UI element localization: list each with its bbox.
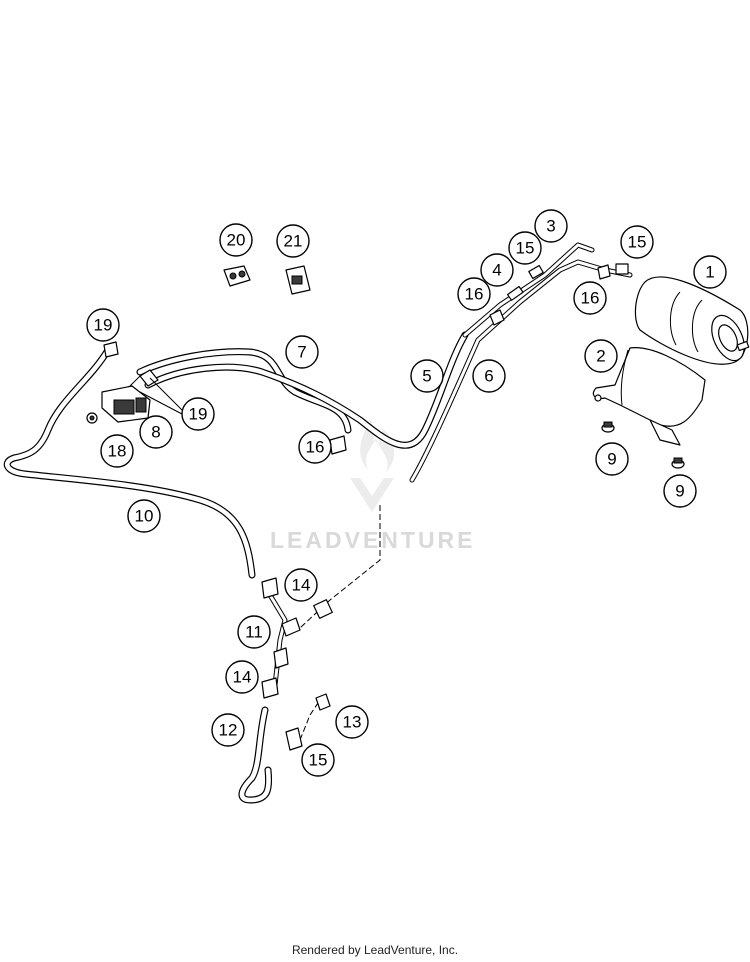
leader-lines (139, 377, 183, 415)
watermark-logo (350, 420, 395, 512)
clip-20[interactable] (223, 265, 251, 287)
callout-13[interactable]: 13 (335, 705, 369, 739)
hose-7 (136, 331, 469, 449)
callout-2[interactable]: 2 (584, 339, 618, 373)
nut-18[interactable] (86, 412, 98, 424)
clamp-14b[interactable] (261, 677, 279, 699)
callout-16a[interactable]: 16 (457, 277, 491, 311)
bolt-9b[interactable] (671, 457, 685, 469)
callout-9a[interactable]: 9 (595, 442, 629, 476)
clamp-15a[interactable] (528, 264, 544, 280)
bracket-2[interactable] (592, 347, 706, 446)
clip-19a[interactable] (103, 341, 119, 358)
connector-4[interactable] (506, 285, 524, 301)
callout-16c[interactable]: 16 (298, 430, 332, 464)
clip-21[interactable] (285, 265, 311, 295)
pipe-5-6 (409, 242, 633, 483)
callout-14b[interactable]: 14 (225, 660, 259, 694)
watermark-text: LEADVENTURE (270, 527, 476, 553)
clamp-16a[interactable] (489, 309, 505, 326)
hose-12 (238, 706, 273, 804)
callout-15a[interactable]: 15 (508, 231, 542, 265)
clamp-14a[interactable] (261, 577, 279, 599)
callout-19b[interactable]: 19 (181, 397, 215, 431)
callout-5[interactable]: 5 (410, 359, 444, 393)
clamp-15c[interactable] (285, 727, 303, 751)
canister-1[interactable] (634, 276, 750, 366)
callout-16b[interactable]: 16 (573, 281, 607, 315)
clamp-15b[interactable] (615, 263, 629, 275)
callout-4[interactable]: 4 (480, 253, 514, 287)
callout-21[interactable]: 21 (276, 224, 310, 258)
callout-19a[interactable]: 19 (86, 308, 120, 342)
callout-3[interactable]: 3 (534, 209, 568, 243)
valve-8[interactable] (101, 375, 153, 423)
callout-20[interactable]: 20 (219, 223, 253, 257)
callout-12[interactable]: 12 (211, 713, 245, 747)
callout-6[interactable]: 6 (472, 359, 506, 393)
callout-15b[interactable]: 15 (620, 225, 654, 259)
hose-10 (3, 346, 256, 579)
tee-11[interactable] (273, 617, 301, 669)
callout-18[interactable]: 18 (100, 434, 134, 468)
callout-8[interactable]: 8 (139, 415, 173, 449)
filter-clip-13[interactable] (313, 599, 333, 711)
clamp-16b[interactable] (597, 264, 611, 280)
callout-15c[interactable]: 15 (301, 743, 335, 777)
callout-11[interactable]: 11 (237, 615, 271, 649)
clamp-16c[interactable] (329, 435, 347, 455)
callout-7[interactable]: 7 (285, 335, 319, 369)
callout-1[interactable]: 1 (693, 255, 727, 289)
callout-9b[interactable]: 9 (663, 474, 697, 508)
footer-credit: Rendered by LeadVenture, Inc. (291, 943, 459, 957)
bolt-9a[interactable] (601, 421, 615, 433)
callout-10[interactable]: 10 (127, 499, 161, 533)
callout-14a[interactable]: 14 (284, 568, 318, 602)
